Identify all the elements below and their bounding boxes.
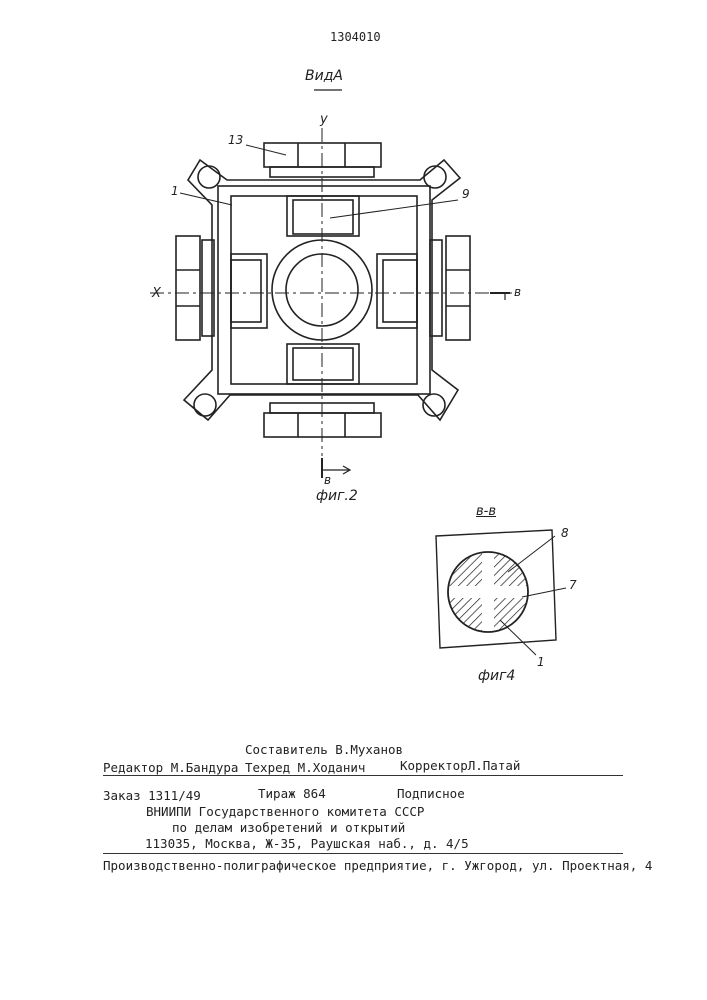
subscription: Подписное: [397, 786, 465, 801]
techred: Техред М.Ходанич: [245, 760, 365, 775]
org-line-1: ВНИИПИ Государственного комитета СССР: [146, 804, 424, 819]
printer: Производственно-полиграфическое предприя…: [103, 858, 652, 873]
address: 113035, Москва, Ж-35, Раушская наб., д. …: [145, 836, 469, 851]
figure-4-caption: фиг4: [478, 668, 515, 684]
part-8-label: 8: [561, 526, 569, 540]
divider-bottom: [103, 853, 623, 854]
divider-top: [103, 775, 623, 776]
part-1-section-label: 1: [537, 655, 545, 669]
part-7-label: 7: [569, 578, 577, 592]
corrector: КорректорЛ.Патай: [400, 758, 520, 773]
circulation: Тираж 864: [258, 786, 326, 801]
order: Заказ 1311/49: [103, 788, 201, 803]
org-line-2: по делам изобретений и открытий: [172, 820, 405, 835]
editor: Редактор М.Бандура: [103, 760, 238, 775]
compiler: Составитель В.Муханов: [245, 742, 403, 757]
section-label: в-в: [476, 504, 496, 519]
